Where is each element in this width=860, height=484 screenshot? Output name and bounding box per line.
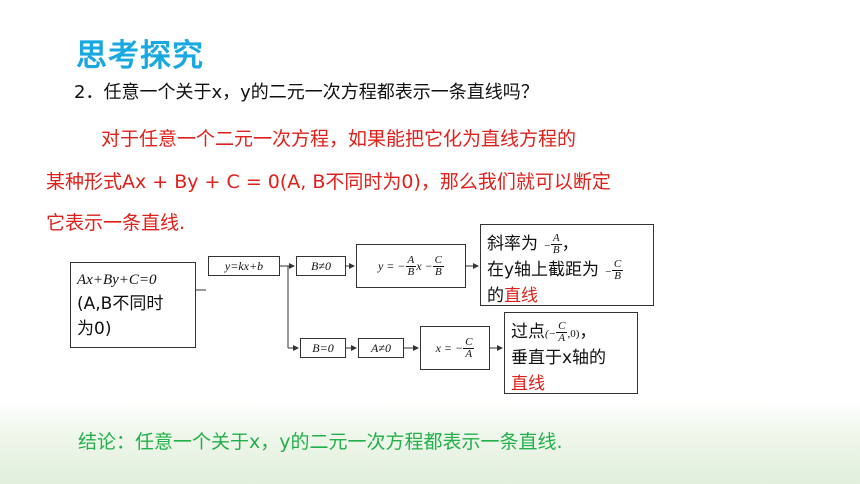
slide-title: 思考探究: [76, 38, 204, 74]
cond-b-nonzero-box: B≠0: [296, 256, 346, 276]
slope-form-box: y=kx+b: [208, 256, 280, 276]
start-condition-2: 为0): [77, 318, 112, 339]
cond-a-nonzero-box: A≠0: [358, 338, 404, 358]
question-text: 2．任意一个关于x，y的二元一次方程都表示一条直线吗？: [74, 82, 539, 103]
result1-de: 的: [487, 286, 504, 306]
start-condition-1: (A,B不同时: [77, 293, 164, 314]
result1-intercept-label: 在y轴上截距为: [487, 260, 600, 280]
result1-slope-label: 斜率为: [487, 234, 538, 254]
start-equation: Ax+By+C=0: [77, 271, 157, 288]
conclusion-text: 结论：任意一个关于x，y的二元一次方程都表示一条直线.: [78, 431, 563, 453]
paragraph-line-1: 对于任意一个二元一次方程，如果能把它化为直线方程的: [101, 128, 577, 150]
paragraph-line-3: 它表示一条直线.: [46, 212, 186, 234]
paragraph-line-2: 某种形式Ax + By + C = 0(A, B不同时为0)，那么我们就可以断定: [46, 171, 611, 193]
cond-a-nonzero: A≠0: [371, 340, 391, 355]
result2-line-word: 直线: [511, 374, 545, 394]
cond-b-nonzero: B≠0: [311, 258, 331, 273]
footer-background: [0, 400, 860, 484]
result2-point-label: 过点: [511, 322, 545, 342]
cond-b-zero-box: B=0: [300, 338, 346, 358]
start-equation-box: Ax+By+C=0 (A,B不同时 为0): [70, 262, 196, 348]
result2-perpendicular: 垂直于x轴的: [511, 348, 607, 368]
slope-form: y=kx+b: [224, 258, 264, 273]
result1-line-word: 直线: [504, 286, 538, 306]
cond-b-zero: B=0: [312, 340, 334, 355]
